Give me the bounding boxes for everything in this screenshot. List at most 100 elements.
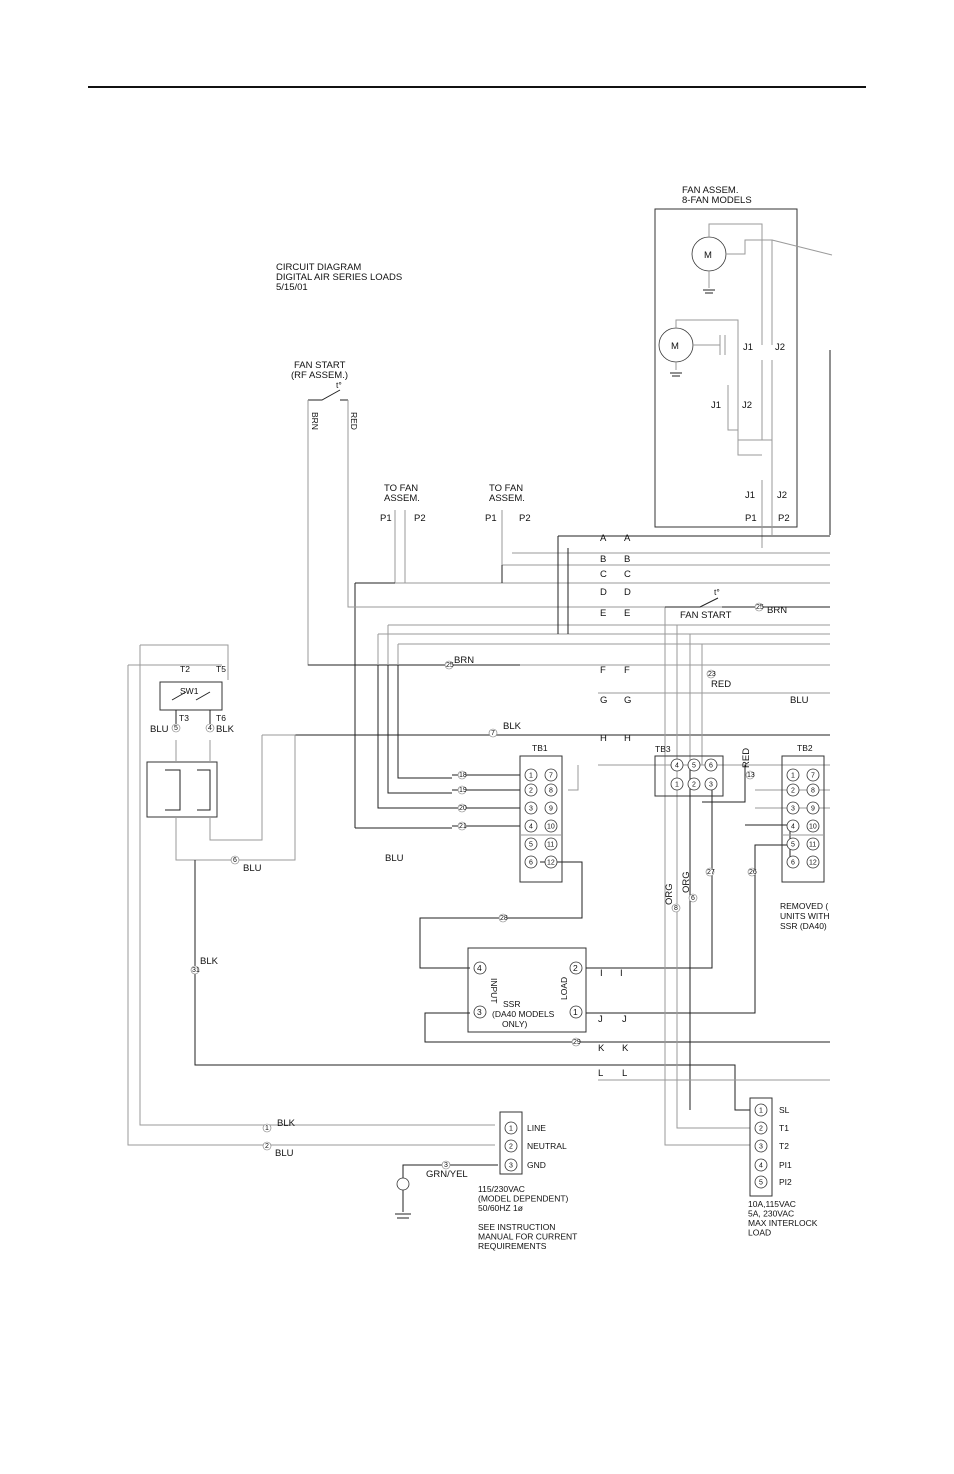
svg-text:8: 8	[549, 788, 553, 795]
to-fan-assem-1: TO FAN ASSEM. P1 P2	[380, 483, 426, 524]
wire-num-1: 1	[262, 1123, 272, 1133]
tb2-terminal-3: 3	[786, 801, 800, 815]
tb3-terminal-5: 5	[687, 758, 701, 772]
tb1-terminal-10: 10	[544, 819, 558, 833]
tb2-terminal-5: 5	[786, 837, 800, 851]
bus-g-left: G	[600, 695, 607, 706]
wire-num-7: 7	[488, 728, 498, 738]
interlock-note-3: LOAD	[748, 1228, 771, 1238]
wire-label-blu-tb1: BLU	[385, 853, 404, 864]
bus-e-right: E	[624, 608, 630, 619]
svg-text:2: 2	[509, 1144, 513, 1151]
tb2-box	[781, 755, 825, 883]
bus-g-right: G	[624, 695, 631, 706]
bus-j-right: J	[622, 1014, 627, 1025]
power-label-1: NEUTRAL	[527, 1141, 567, 1151]
wire-num-25a: 25	[444, 660, 454, 670]
tb3-box	[654, 755, 724, 797]
bus-k-left: K	[598, 1043, 605, 1054]
tb1-terminal-2: 2	[524, 783, 538, 797]
bus-c-left: C	[600, 569, 607, 580]
to-fan-2-line1: TO FAN	[489, 483, 523, 494]
svg-text:10: 10	[547, 824, 555, 831]
svg-text:1: 1	[759, 1108, 763, 1115]
wire-label-brn-left: BRN	[454, 655, 474, 666]
fan-start-rf-red: RED	[349, 412, 359, 430]
wire-label-blu-6: BLU	[243, 863, 262, 874]
interlock-terminal-5: 5	[754, 1175, 768, 1189]
wire-num-13: 13	[745, 770, 755, 780]
svg-text:5: 5	[174, 725, 178, 732]
tb2-terminal-10: 10	[806, 819, 820, 833]
wire-num-3: 3	[441, 1160, 451, 1170]
tb2-terminal-9: 9	[806, 801, 820, 815]
wire-label-blu-g: BLU	[790, 695, 809, 706]
fan-start-right-temp: t°	[714, 587, 720, 597]
fan-j1-lower: J1	[745, 490, 755, 501]
svg-text:2: 2	[791, 788, 795, 795]
svg-text:21: 21	[459, 823, 467, 830]
interlock-note-2: MAX INTERLOCK	[748, 1218, 818, 1228]
bus-a-right: A	[624, 533, 631, 544]
wire-labels: BRN BRN RED BLU BLK BLU BLK BLU BLU BLK …	[150, 605, 809, 1180]
wire-num-2: 2	[262, 1141, 272, 1151]
bus-d-left: D	[600, 587, 607, 598]
svg-text:4: 4	[675, 763, 679, 770]
svg-text:19: 19	[459, 787, 467, 794]
fan-start-rf-brn: BRN	[310, 412, 320, 430]
wire-num-5: 5	[171, 723, 181, 733]
svg-text:2: 2	[759, 1126, 763, 1133]
svg-text:5: 5	[791, 842, 795, 849]
power-block-box	[499, 1111, 523, 1175]
contactor-box	[146, 761, 218, 818]
fan-assem-title: FAN ASSEM.	[682, 185, 739, 196]
svg-text:1: 1	[265, 1125, 269, 1132]
bus-h-left: H	[600, 733, 607, 744]
wire-num-29: 29	[571, 1037, 581, 1047]
svg-text:25: 25	[756, 604, 764, 611]
tb3-terminal-3: 3	[704, 777, 718, 791]
title-line-2: DIGITAL AIR SERIES LOADS	[276, 272, 402, 283]
removed-note-1: REMOVED (	[780, 901, 828, 911]
svg-text:4: 4	[477, 963, 482, 973]
fan-assembly: FAN ASSEM. 8-FAN MODELS M M J1 J2 J1 J2 …	[654, 185, 833, 548]
bus-i-right: I	[620, 968, 623, 979]
to-fan-1-line1: TO FAN	[384, 483, 418, 494]
svg-text:8: 8	[674, 905, 678, 912]
svg-text:27: 27	[707, 869, 715, 876]
wire-num-6: 6	[230, 855, 240, 865]
svg-text:4: 4	[529, 824, 533, 831]
sw1-t2: T2	[180, 664, 190, 674]
power-note-0: 115/230VAC	[478, 1184, 525, 1194]
svg-text:6: 6	[709, 763, 713, 770]
ssr-input-label: INPUT	[489, 978, 499, 1004]
tb1-terminal-5: 5	[524, 837, 538, 851]
svg-text:29: 29	[573, 1039, 581, 1046]
svg-text:6: 6	[791, 860, 795, 867]
tb2-terminal-6: 6	[786, 855, 800, 869]
svg-text:1: 1	[675, 782, 679, 789]
bus-k-right: K	[622, 1043, 629, 1054]
to-fan-1-line2: ASSEM.	[384, 493, 420, 504]
tb3-terminal-6: 6	[704, 758, 718, 772]
svg-text:10: 10	[809, 824, 817, 831]
tb2-terminal-12: 12	[806, 855, 820, 869]
wiring	[127, 400, 830, 1219]
fan-p2: P2	[778, 513, 790, 524]
svg-text:3: 3	[709, 782, 713, 789]
tb3-label: TB3	[655, 744, 671, 754]
motor-2-label: M	[671, 341, 679, 352]
to-fan-1-p1: P1	[380, 513, 392, 524]
interlock-label-1: T1	[779, 1123, 789, 1133]
svg-text:2: 2	[573, 963, 578, 973]
interlock-terminal-2: 2	[754, 1121, 768, 1135]
svg-text:5: 5	[759, 1180, 763, 1187]
svg-text:6: 6	[529, 860, 533, 867]
tb2-terminal-11: 11	[806, 837, 820, 851]
interlock-terminal-3: 3	[754, 1139, 768, 1153]
wire-label-org-8: ORG	[664, 883, 675, 905]
fan-j2-mid: J2	[742, 400, 752, 411]
svg-text:3: 3	[759, 1144, 763, 1151]
